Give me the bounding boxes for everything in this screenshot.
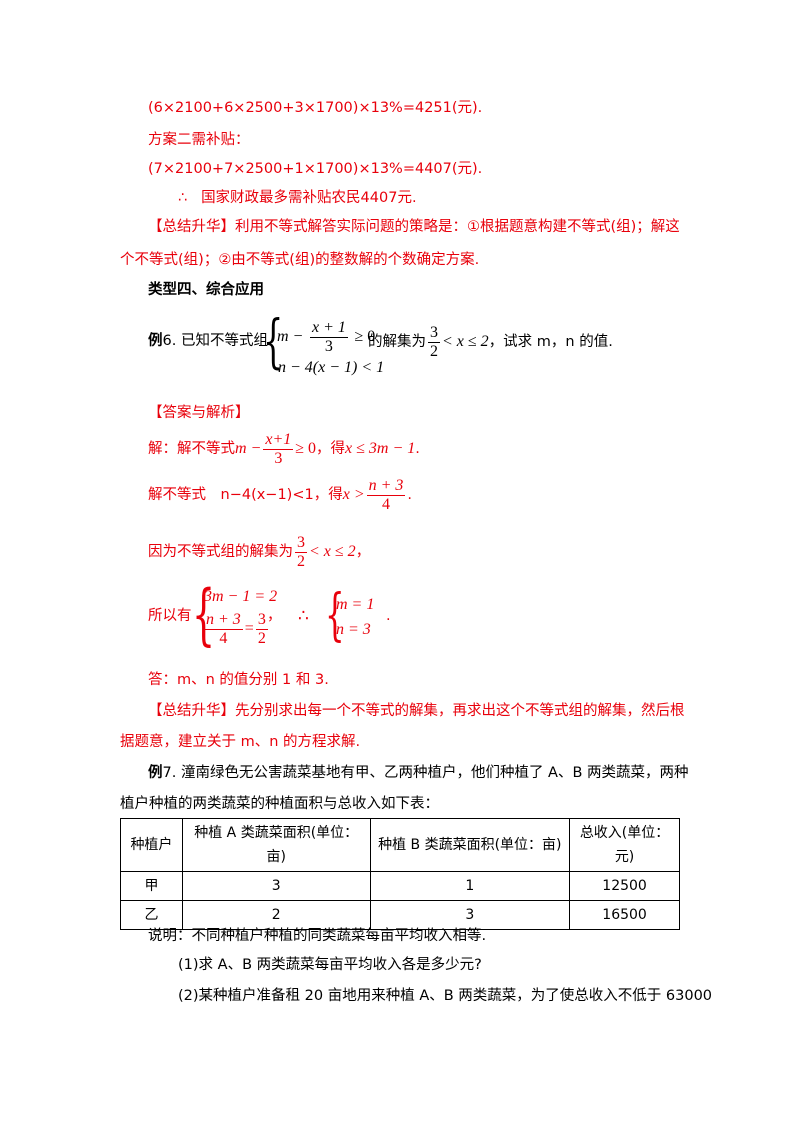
frac-numerator: n + 3 bbox=[204, 610, 243, 630]
frac-denominator: 3 bbox=[274, 449, 283, 467]
row1-right: ≥ 0 bbox=[354, 328, 376, 345]
frac-denominator: 4 bbox=[382, 495, 391, 513]
table-note: 说明：不同种植户种植的同类蔬菜每亩平均收入相等. bbox=[148, 928, 487, 944]
sol2-end: . bbox=[407, 487, 413, 503]
sol1-mid: ，得 bbox=[316, 441, 346, 457]
frac-denominator: 2 bbox=[257, 629, 266, 647]
conclusion-text: 国家财政最多需补贴农民4407元. bbox=[201, 190, 417, 206]
sol4-eq1: 3m − 1 = 2 bbox=[204, 588, 278, 605]
calc-plan1: (6×2100+6×2500+3×1700)×13%=4251(元). bbox=[148, 100, 483, 116]
conclusion-line: ∴ 国家财政最多需补贴农民4407元. bbox=[178, 188, 417, 208]
solset-range: < x ≤ 2 bbox=[442, 333, 489, 350]
system-brace: { bbox=[263, 307, 284, 375]
table-cell: 3 bbox=[181, 871, 371, 901]
therefore-symbol: ∴ bbox=[178, 190, 188, 206]
sol2-result: x > bbox=[342, 486, 365, 503]
row1-left: m − bbox=[277, 328, 304, 345]
sol4-eq2-equals: = bbox=[244, 620, 254, 637]
system-row2: n − 4(x − 1) < 1 bbox=[278, 359, 385, 376]
example-number: 6. bbox=[162, 333, 177, 349]
summary2-line2: 据题意，建立关于 m、n 的方程求解. bbox=[120, 734, 361, 750]
table-cell: 3 bbox=[369, 900, 571, 930]
planting-table: 种植户 种植 A 类蔬菜面积(单位：亩) 种植 B 类蔬菜面积(单位：亩) 总收… bbox=[120, 818, 680, 930]
section-heading-type4: 类型四、综合应用 bbox=[148, 282, 264, 298]
table-header-cell: 总收入(单位：元) bbox=[569, 818, 680, 872]
question-1: (1)求 A、B 两类蔬菜每亩平均收入各是多少元? bbox=[178, 957, 482, 973]
example7-text: 7. 潼南绿色无公害蔬菜基地有甲、乙两种植户，他们种植了 A、B 两类蔬菜，两种 bbox=[162, 765, 689, 781]
frac-denominator: 3 bbox=[324, 337, 333, 355]
frac-numerator: 3 bbox=[295, 533, 307, 553]
final-answer: 答：m、n 的值分别 1 和 3. bbox=[148, 672, 329, 688]
sol4-result-brace: { bbox=[325, 583, 345, 648]
table-cell: 2 bbox=[181, 900, 371, 930]
frac-numerator: x+1 bbox=[263, 430, 294, 450]
example7-line1: 例7. 潼南绿色无公害蔬菜基地有甲、乙两种植户，他们种植了 A、B 两类蔬菜，两… bbox=[148, 763, 689, 783]
table-cell: 甲 bbox=[120, 871, 183, 901]
frac-denominator: 2 bbox=[430, 342, 438, 360]
sol4-end: . bbox=[386, 608, 391, 624]
summary1-line2: 个不等式(组)；②由不等式(组)的整数解的个数确定方案. bbox=[120, 252, 480, 268]
sol4-therefore: ∴ bbox=[298, 606, 309, 626]
table-row: 甲 3 1 12500 bbox=[120, 871, 680, 901]
table-cell: 16500 bbox=[569, 900, 680, 930]
frac-numerator: n + 3 bbox=[366, 476, 406, 496]
frac-numerator: 3 bbox=[255, 610, 268, 630]
table-header-cell: 种植 B 类蔬菜面积(单位：亩) bbox=[369, 818, 571, 872]
frac-numerator: x + 1 bbox=[309, 318, 348, 338]
sol4-brace: { bbox=[192, 576, 216, 653]
table-header-cell: 种植 A 类蔬菜面积(单位：亩) bbox=[181, 818, 371, 872]
solset-label: 的解集为 bbox=[368, 334, 426, 350]
summary2-line1: 【总结升华】先分别求出每一个不等式的解集，再求出这个不等式组的解集，然后根 bbox=[148, 703, 685, 719]
table-cell: 12500 bbox=[569, 871, 680, 901]
sol1-result: x ≤ 3m − 1 bbox=[345, 440, 416, 457]
summary1-line1: 【总结升华】利用不等式解答实际问题的策略是：①根据题意构建不等式(组)；解这 bbox=[148, 219, 680, 235]
example-label: 例 bbox=[148, 765, 163, 781]
sol1-ge: ≥ 0 bbox=[295, 440, 317, 457]
example6-prefix: 已知不等式组 bbox=[180, 333, 268, 349]
table-cell: 1 bbox=[369, 871, 571, 901]
sol4-result-m: m = 1 bbox=[336, 596, 375, 613]
table-cell: 乙 bbox=[120, 900, 183, 930]
sol4-prefix: 所以有 bbox=[148, 608, 192, 624]
frac-numerator: 3 bbox=[428, 323, 440, 343]
sol3-end: ， bbox=[355, 544, 371, 560]
example7-line2: 植户种植的两类蔬菜的种植面积与总收入如下表： bbox=[120, 796, 439, 812]
sol4-comma: ， bbox=[267, 608, 282, 624]
sol3-range: < x ≤ 2 bbox=[309, 543, 356, 560]
sol2-prefix: 解不等式 n−4(x−1)<1，得 bbox=[148, 487, 343, 503]
frac-denominator: 4 bbox=[219, 629, 228, 647]
answer-heading: 【答案与解析】 bbox=[148, 405, 250, 421]
sol1-m: m − bbox=[235, 440, 262, 457]
example6-intro: 例6. 已知不等式组 bbox=[148, 331, 268, 351]
table-row: 乙 2 3 16500 bbox=[120, 900, 680, 930]
frac-denominator: 2 bbox=[297, 552, 305, 570]
example6-question: ，试求 m，n 的值. bbox=[488, 334, 613, 350]
plan2-heading: 方案二需补贴： bbox=[148, 132, 250, 148]
sol3-prefix: 因为不等式组的解集为 bbox=[148, 544, 293, 560]
calc-plan2: (7×2100+7×2500+1×1700)×13%=4407(元). bbox=[148, 161, 483, 177]
sol1-end: . bbox=[415, 441, 420, 457]
sol4-result-n: n = 3 bbox=[336, 621, 371, 638]
table-header-row: 种植户 种植 A 类蔬菜面积(单位：亩) 种植 B 类蔬菜面积(单位：亩) 总收… bbox=[120, 818, 680, 872]
table-header-cell: 种植户 bbox=[120, 818, 183, 872]
example-label: 例 bbox=[148, 333, 163, 349]
question-2: (2)某种植户准备租 20 亩地用来种植 A、B 两类蔬菜，为了使总收入不低于 … bbox=[178, 988, 713, 1004]
sol1-prefix: 解：解不等式 bbox=[148, 441, 235, 457]
